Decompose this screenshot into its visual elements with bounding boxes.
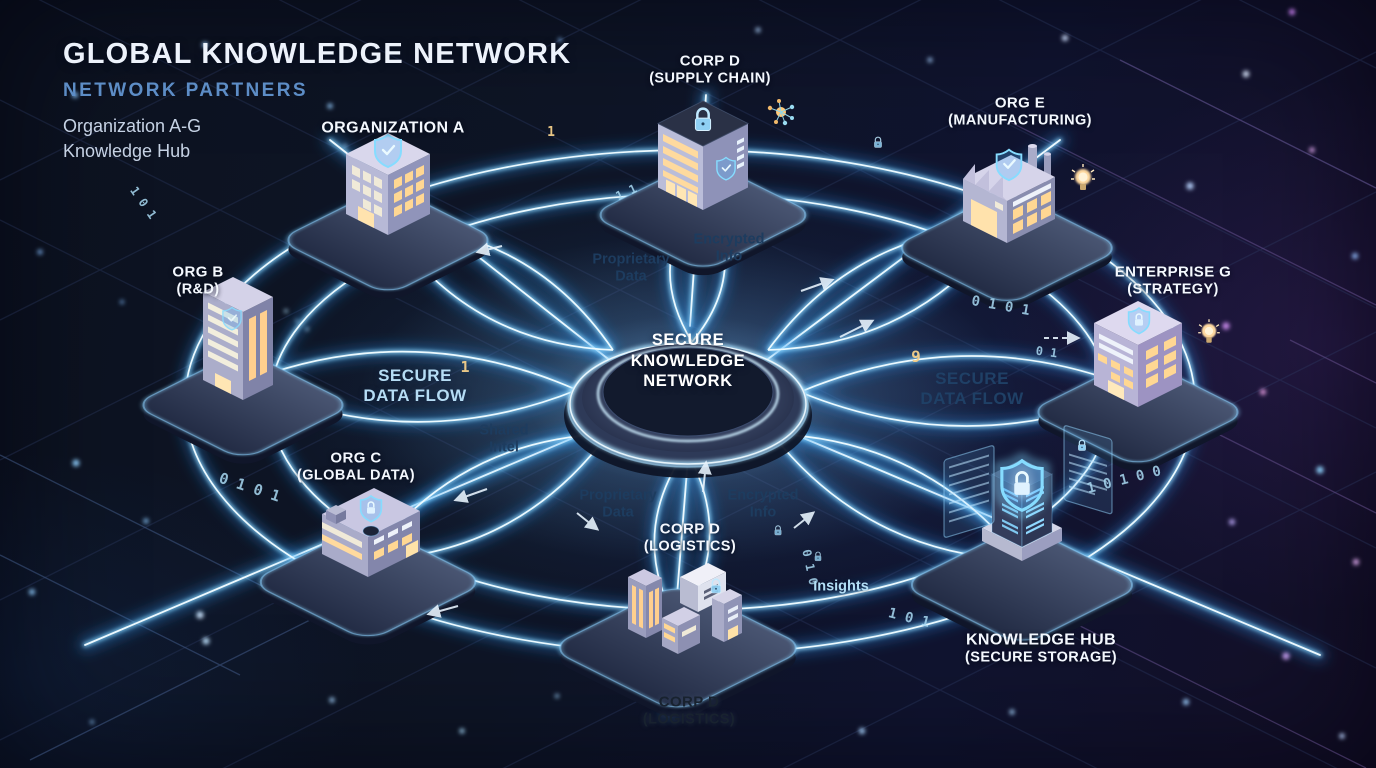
corporate-building [1094, 301, 1182, 407]
page-title: GLOBAL KNOWLEDGE NETWORK [63, 38, 572, 70]
binary-text: 0 1 [1035, 344, 1058, 361]
knowledge-hub-node [910, 425, 1134, 651]
shield-lock-icon [1127, 307, 1151, 335]
flow-arrows [426, 242, 1081, 618]
org-e-manufacturing-node [900, 144, 1114, 310]
molecule-icon [767, 99, 795, 126]
central-hub-platform [564, 341, 812, 478]
office-building [346, 133, 430, 235]
caption-line-2: Knowledge Hub [63, 141, 191, 161]
org-c-global-data-node [259, 488, 477, 645]
shield-lock-icon [359, 495, 383, 523]
shield-icon [716, 156, 736, 181]
holo-data-panel-right [1063, 425, 1113, 515]
header-caption: Organization A-G Knowledge Hub [63, 114, 571, 164]
diagram-header: GLOBAL KNOWLEDGE NETWORK NETWORK PARTNER… [63, 38, 571, 164]
binary-gold-text: 1 [460, 358, 469, 376]
binary-gold-text: 1 [547, 125, 555, 140]
page-subtitle: NETWORK PARTNERS [63, 80, 308, 101]
holo-orb [362, 525, 380, 537]
lightbulb-icon [1198, 319, 1220, 342]
binary-gold-text: 9 [911, 347, 921, 366]
data-center-building [322, 488, 420, 577]
shield-icon [995, 148, 1023, 182]
server-stack [943, 425, 1113, 561]
secure-facility-building [657, 100, 749, 210]
roof-vent [326, 505, 346, 524]
enterprise-g-strategy-node [1036, 301, 1240, 471]
shield-lock-icon [1000, 459, 1044, 512]
org-b-rnd-node [141, 277, 345, 464]
factory-building [963, 144, 1055, 243]
shield-icon [222, 306, 242, 331]
binary-text: 1 0 1 [127, 184, 159, 222]
lightbulb-icon [1071, 164, 1095, 190]
binary-text: 0 1 0 [799, 548, 820, 586]
tower-building [203, 277, 273, 400]
corp-d-logistics-node [558, 563, 798, 717]
caption-line-1: Organization A-G [63, 116, 202, 136]
corp-d-supply-chain-node [599, 99, 807, 276]
glow-dots [29, 9, 1359, 739]
holo-data-panel-left [943, 445, 995, 538]
organization-a-node [286, 133, 490, 299]
warehouse-cluster [628, 563, 742, 654]
sawtooth-roof [963, 164, 1007, 201]
